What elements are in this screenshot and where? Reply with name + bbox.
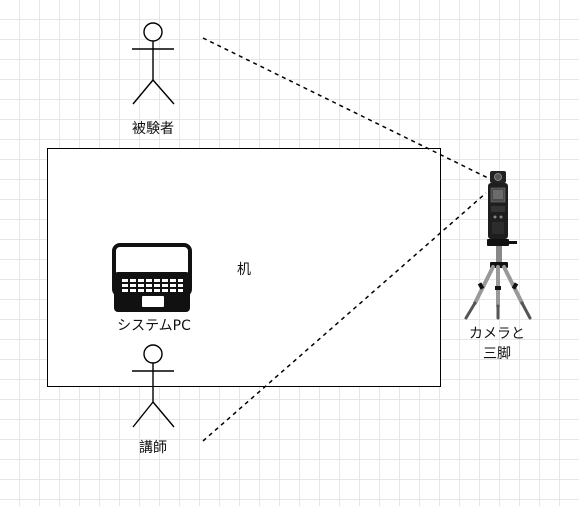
lecturer-label: 講師	[139, 440, 167, 456]
subject-figure-icon	[132, 22, 175, 105]
camera-label-line1: カメラと	[469, 326, 525, 342]
lecturer-figure-icon	[132, 344, 175, 428]
camera-tripod-icon	[464, 171, 532, 320]
laptop-icon	[112, 243, 192, 312]
desk-label: 机	[237, 262, 251, 278]
sightline-to-lecturer	[202, 192, 487, 442]
camera-tripod-label: カメラと 三脚	[469, 324, 525, 364]
camera-label-line2: 三脚	[483, 346, 511, 362]
sightline-to-subject	[202, 37, 489, 179]
subject-label: 被験者	[132, 121, 174, 137]
system-pc-label: システムPC	[117, 318, 191, 334]
